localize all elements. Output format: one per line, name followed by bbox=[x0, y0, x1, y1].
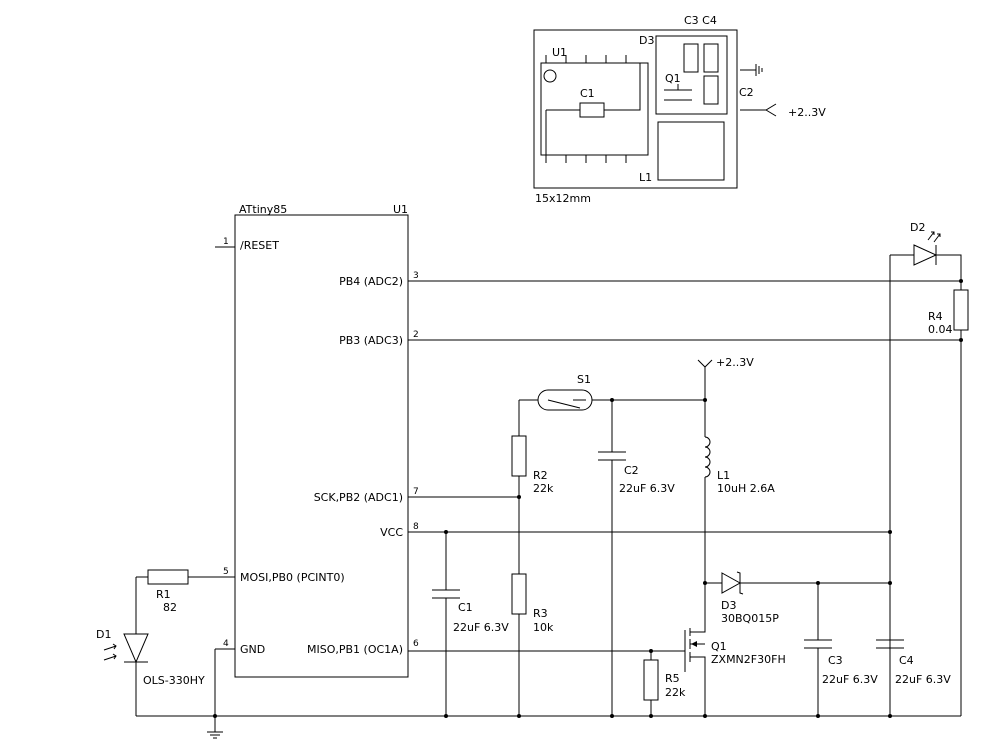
net-r1-d1 bbox=[135, 576, 215, 716]
ground-symbol bbox=[207, 731, 223, 739]
pin-3-name: PB4 (ADC2) bbox=[339, 275, 403, 288]
r4-ref: R4 bbox=[928, 310, 943, 323]
d1-value: OLS-330HY bbox=[143, 674, 205, 687]
q1-value: ZXMN2F30FH bbox=[711, 653, 786, 666]
r5-ref: R5 bbox=[665, 672, 680, 685]
supply-value: +2..3V bbox=[716, 356, 754, 369]
layout-q1 bbox=[664, 84, 692, 101]
resistor-r3 bbox=[511, 573, 527, 615]
r5-value: 22k bbox=[665, 686, 686, 699]
resistor-r1 bbox=[147, 569, 189, 585]
switch-s1 bbox=[537, 389, 593, 411]
q1-ref: Q1 bbox=[711, 640, 727, 653]
resistor-r2 bbox=[511, 435, 527, 477]
layout-label-c3c4: C3 C4 bbox=[684, 14, 717, 27]
pin-4-number: 4 bbox=[223, 639, 229, 649]
net-d2-r4 bbox=[890, 254, 962, 716]
pin-8-name: VCC bbox=[380, 526, 403, 539]
layout-l1 bbox=[657, 121, 725, 181]
layout-label-q1: Q1 bbox=[665, 72, 681, 85]
r4-value: 0.04 bbox=[928, 323, 953, 336]
r1-value: 82 bbox=[163, 601, 177, 614]
pin-6-name: MISO,PB1 (OC1A) bbox=[307, 643, 403, 656]
r3-value: 10k bbox=[533, 621, 554, 634]
c4-value: 22uF 6.3V bbox=[895, 673, 951, 686]
d2-ref: D2 bbox=[910, 221, 925, 234]
l1-ref: L1 bbox=[717, 469, 730, 482]
layout-label-u1: U1 bbox=[552, 46, 567, 59]
pin-2-name: PB3 (ADC3) bbox=[339, 334, 403, 347]
pin-5-number: 5 bbox=[223, 567, 229, 577]
layout-label-l1: L1 bbox=[639, 171, 652, 184]
d3-value: 30BQ015P bbox=[721, 612, 779, 625]
layout-c1 bbox=[579, 102, 605, 118]
net-gate bbox=[408, 650, 685, 716]
s1-ref: S1 bbox=[577, 373, 591, 386]
pin-8-number: 8 bbox=[413, 522, 419, 532]
layout-label-d3: D3 bbox=[639, 34, 654, 47]
mosfet-q1 bbox=[684, 626, 706, 672]
capacitor-c1 bbox=[432, 589, 460, 599]
d1-ref: D1 bbox=[96, 628, 111, 641]
capacitor-c4 bbox=[876, 639, 904, 649]
net-r2-r3 bbox=[518, 399, 538, 716]
layout-label-c1: C1 bbox=[580, 87, 595, 100]
c4-ref: C4 bbox=[899, 654, 914, 667]
pin-6-number: 6 bbox=[413, 639, 419, 649]
layout-power-section bbox=[655, 35, 777, 181]
l1-value: 10uH 2.6A bbox=[717, 482, 775, 495]
c1-value: 22uF 6.3V bbox=[453, 621, 509, 634]
layout-c3 bbox=[683, 43, 699, 73]
junctions bbox=[213, 279, 963, 718]
c3-value: 22uF 6.3V bbox=[822, 673, 878, 686]
layout-u1 bbox=[540, 55, 649, 163]
pin1-marker bbox=[543, 69, 557, 83]
capacitor-c2 bbox=[598, 451, 626, 461]
layout-c4 bbox=[703, 43, 719, 73]
inductor-l1 bbox=[704, 436, 711, 478]
pin-7-number: 7 bbox=[413, 487, 419, 497]
diode-d3 bbox=[721, 571, 744, 595]
layout-label-supply: +2..3V bbox=[788, 106, 826, 119]
mcu-body bbox=[234, 214, 409, 678]
r2-ref: R2 bbox=[533, 469, 548, 482]
led-d2 bbox=[913, 231, 941, 266]
capacitor-c3 bbox=[804, 639, 832, 649]
layout-d3-pad bbox=[703, 75, 719, 105]
r3-ref: R3 bbox=[533, 607, 548, 620]
pin-3-number: 3 bbox=[413, 271, 419, 281]
layout-supply-terminal bbox=[740, 103, 777, 117]
board-outline bbox=[533, 29, 738, 189]
pin-1-number: 1 bbox=[223, 237, 229, 247]
resistor-r5 bbox=[643, 659, 659, 701]
c2-ref: C2 bbox=[624, 464, 639, 477]
pcb-layout: U1 C1 D3 C3 C4 Q1 C2 L1 +2..3V 15x12mm bbox=[533, 14, 826, 205]
pin-4-name: GND bbox=[240, 643, 265, 656]
layout-size-label: 15x12mm bbox=[535, 192, 591, 205]
r2-value: 22k bbox=[533, 482, 554, 495]
d3-ref: D3 bbox=[721, 599, 736, 612]
layout-gnd-terminal bbox=[740, 64, 763, 76]
pin-2-number: 2 bbox=[413, 330, 419, 340]
layout-label-c2: C2 bbox=[739, 86, 754, 99]
c1-ref: C1 bbox=[458, 601, 473, 614]
pin-5-name: MOSI,PB0 (PCINT0) bbox=[240, 571, 345, 584]
mcu-ref: U1 bbox=[393, 203, 408, 216]
resistor-r4 bbox=[953, 289, 969, 331]
c2-value: 22uF 6.3V bbox=[619, 482, 675, 495]
mcu-u1: ATtiny85 U1 1 /RESET 3 PB4 (ADC2) 2 PB3 … bbox=[215, 203, 419, 678]
wires bbox=[135, 254, 962, 732]
pin-1-name: /RESET bbox=[240, 239, 279, 252]
supply-symbol bbox=[697, 359, 713, 368]
r1-ref: R1 bbox=[156, 588, 171, 601]
diode-d1 bbox=[103, 633, 149, 664]
pin-7-name: SCK,PB2 (ADC1) bbox=[314, 491, 403, 504]
mcu-part: ATtiny85 bbox=[239, 203, 287, 216]
c3-ref: C3 bbox=[828, 654, 843, 667]
